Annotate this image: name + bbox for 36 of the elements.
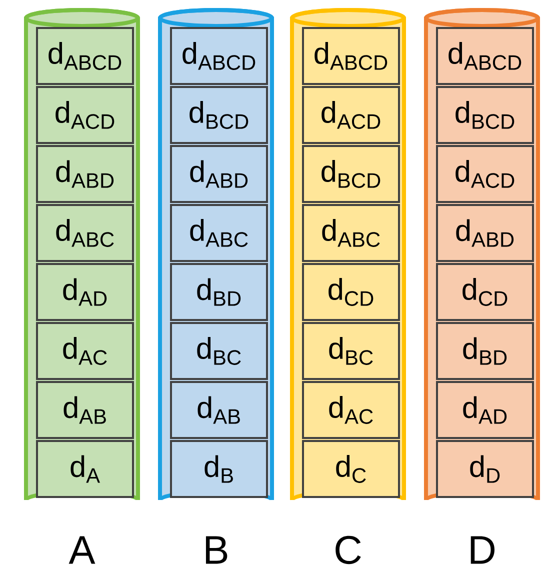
column-label: B — [206, 536, 228, 564]
data-box: d$_{ABC}$ — [302, 204, 400, 262]
data-box: d$_{ABD}$ — [170, 145, 268, 203]
data-box: d$_{ABD}$ — [36, 145, 134, 203]
data-box: d$_{A}$ — [36, 440, 134, 498]
data-box: d$_{ABC}$ — [36, 204, 134, 262]
data-box: d$_{B}$ — [170, 440, 268, 498]
data-box: d$_{ABCD}$ — [302, 27, 400, 85]
data-box: d$_{BD}$ — [436, 322, 534, 380]
data-box: d$_{ABCD}$ — [436, 27, 534, 85]
data-box: d$_{AB}$ — [170, 381, 268, 439]
data-box: d$_{AB}$ — [36, 381, 134, 439]
data-box: d$_{ABC}$ — [170, 204, 268, 262]
data-box: d$_{BCD}$ — [170, 86, 268, 144]
data-box: d$_{ABCD}$ — [36, 27, 134, 85]
data-box: d$_{ACD}$ — [36, 86, 134, 144]
data-box: d$_{AD}$ — [436, 381, 534, 439]
data-box: d$_{D}$ — [436, 440, 534, 498]
data-box: d$_{BCD}$ — [302, 145, 400, 203]
data-box: d$_{ACD}$ — [436, 145, 534, 203]
data-box: d$_{ABCD}$ — [170, 27, 268, 85]
data-box: d$_{BD}$ — [170, 263, 268, 321]
data-box: d$_{ACD}$ — [302, 86, 400, 144]
column-label: C — [336, 536, 361, 564]
data-box: d$_{AC}$ — [302, 381, 400, 439]
data-box: d$_{BC}$ — [302, 322, 400, 380]
data-box: d$_{BC}$ — [170, 322, 268, 380]
data-box: d$_{C}$ — [302, 440, 400, 498]
data-box: d$_{BCD}$ — [436, 86, 534, 144]
data-box: d$_{CD}$ — [302, 263, 400, 321]
column-label: D — [470, 536, 494, 564]
data-box: d$_{AD}$ — [36, 263, 134, 321]
data-box: d$_{ABD}$ — [436, 204, 534, 262]
data-box: d$_{CD}$ — [436, 263, 534, 321]
data-box: d$_{AC}$ — [36, 322, 134, 380]
column-label: A — [68, 536, 96, 564]
